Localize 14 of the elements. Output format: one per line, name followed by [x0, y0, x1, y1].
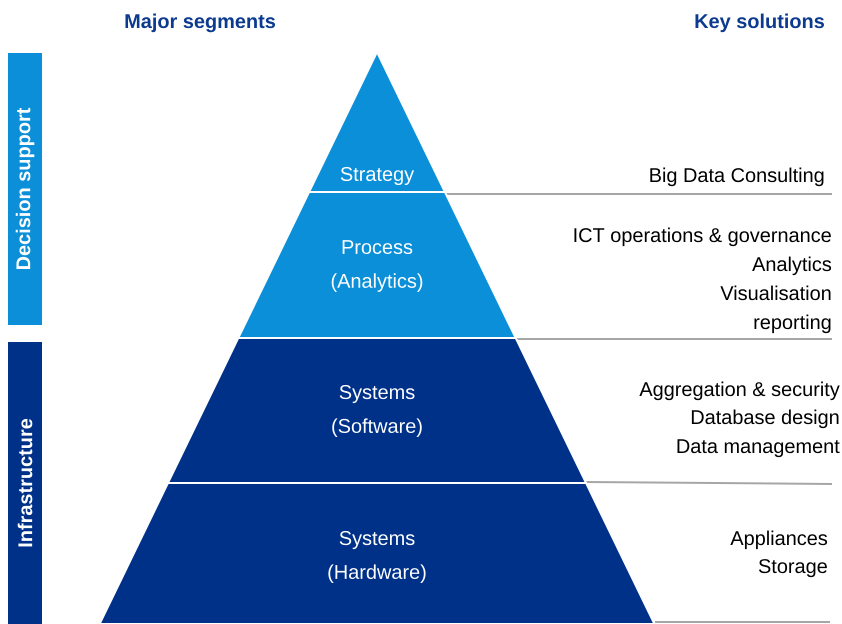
solution-label: Big Data Consulting: [650, 168, 824, 186]
solution-label: ICT operations & governance: [574, 228, 831, 246]
solution-label: Storage: [758, 559, 827, 578]
solution-label: Data management: [678, 439, 840, 458]
solution-label: Aggregation & security: [639, 382, 840, 400]
side-band: Infrastructure: [8, 342, 42, 624]
column-heading: Major segments: [125, 14, 276, 32]
column-heading: Key solutions: [696, 14, 824, 32]
side-band: Decision support: [8, 53, 42, 325]
solution-label: Analytics: [752, 256, 832, 276]
solution-label: Appliances: [730, 530, 828, 550]
solution-label: Database design: [692, 410, 838, 428]
solution-label: Visualisation: [720, 286, 830, 300]
solution-label: reporting: [754, 314, 830, 334]
